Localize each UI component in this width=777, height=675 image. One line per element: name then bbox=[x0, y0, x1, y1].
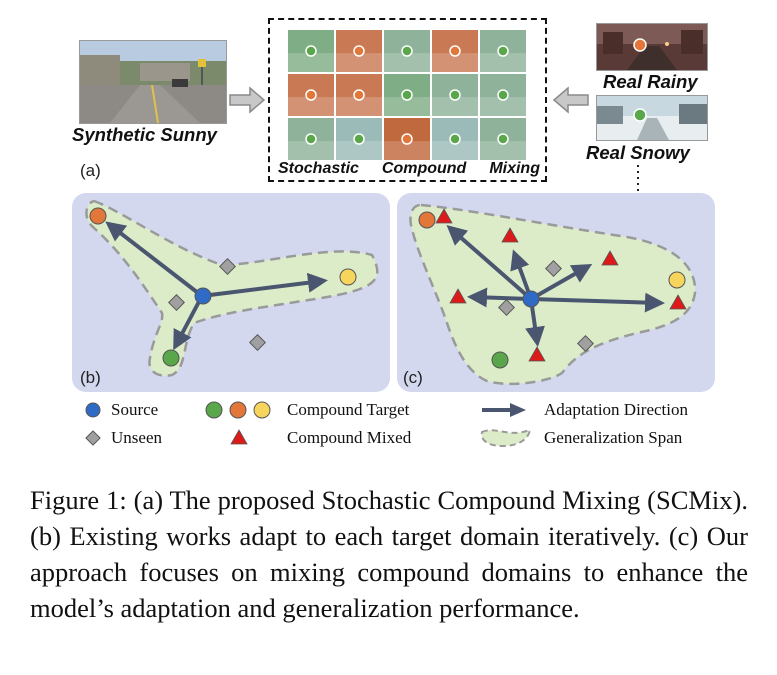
generalization-span-c bbox=[409, 203, 697, 386]
mix-tile-dot bbox=[401, 133, 413, 145]
mix-tile-dot bbox=[497, 133, 509, 145]
unseen-b-2 bbox=[168, 294, 185, 311]
mix-tile-dot bbox=[353, 133, 365, 145]
panel-a-label: (a) bbox=[80, 161, 101, 180]
source-b bbox=[194, 287, 212, 305]
right-input-arrow-icon bbox=[552, 86, 589, 114]
panel-c-diagram bbox=[409, 203, 697, 386]
mix-tile-road bbox=[336, 97, 382, 116]
legend-source-icon bbox=[85, 402, 101, 418]
stochastic-compound-mixing-box bbox=[268, 18, 547, 182]
unseen-c-1 bbox=[545, 260, 562, 277]
mix-tile-road bbox=[432, 141, 478, 160]
mix-tile-dot bbox=[449, 45, 461, 57]
mix-tile-dot bbox=[449, 133, 461, 145]
mixing-grid bbox=[288, 30, 526, 160]
mix-tile-road bbox=[384, 97, 430, 116]
target-green-c bbox=[491, 351, 509, 369]
mix-tile-dot bbox=[305, 45, 317, 57]
generalization-span-b bbox=[85, 199, 379, 377]
mix-tile-dot bbox=[497, 45, 509, 57]
mixing-label-word-2: Compound bbox=[381, 160, 467, 177]
mix-tile-road bbox=[336, 141, 382, 160]
mix-tile-road bbox=[288, 53, 334, 72]
mixing-label-word-1: Stochastic bbox=[278, 160, 359, 177]
mix-tile-road bbox=[384, 53, 430, 72]
mix-tile-dot bbox=[497, 89, 509, 101]
panel-c-label: (c) bbox=[403, 368, 423, 387]
left-input-arrow-icon bbox=[229, 86, 266, 114]
target-green-b bbox=[162, 349, 180, 367]
mixed-c-5 bbox=[669, 294, 687, 310]
mixed-c-2 bbox=[501, 227, 519, 243]
mixed-c-1 bbox=[435, 208, 453, 224]
mix-tile-road bbox=[432, 53, 478, 72]
real-rainy-image bbox=[596, 23, 708, 71]
mixing-label-word-3: Mixing bbox=[489, 160, 540, 177]
arrow-c-right bbox=[530, 292, 665, 313]
unseen-c-3 bbox=[577, 335, 594, 352]
mix-tile-dot bbox=[305, 89, 317, 101]
mixing-label: Stochastic Compound Mixing bbox=[278, 160, 540, 178]
legend-compound-target: Compound Target bbox=[287, 400, 410, 419]
mixed-c-6 bbox=[528, 346, 546, 362]
target-yellow-c bbox=[668, 271, 686, 289]
target-orange-b bbox=[89, 207, 107, 225]
unseen-b-3 bbox=[249, 334, 266, 351]
legend-adaptation-direction: Adaptation Direction bbox=[544, 400, 688, 419]
arrow-c-upright bbox=[530, 264, 593, 301]
mix-tile-road bbox=[384, 141, 430, 160]
dotted-connector bbox=[637, 165, 639, 195]
source-c bbox=[522, 290, 540, 308]
legend-compound-target-icon bbox=[205, 401, 271, 419]
legend-arrow-icon bbox=[482, 403, 526, 417]
real-rainy-label: Real Rainy bbox=[603, 71, 698, 92]
mix-tile-road bbox=[336, 53, 382, 72]
mix-tile-road bbox=[480, 53, 526, 72]
legend-source: Source bbox=[111, 400, 159, 419]
unseen-b-1 bbox=[219, 258, 236, 275]
figure-caption: Figure 1: (a) The proposed Stochastic Co… bbox=[30, 485, 748, 623]
legend-span-icon bbox=[480, 428, 532, 448]
snowy-dot-icon bbox=[633, 108, 647, 122]
real-snowy-image bbox=[596, 95, 708, 141]
legend-compound-mixed: Compound Mixed bbox=[287, 428, 412, 447]
mix-tile-road bbox=[480, 97, 526, 116]
target-yellow-b bbox=[339, 268, 357, 286]
real-snowy-label: Real Snowy bbox=[586, 142, 690, 163]
panel-b-diagram bbox=[85, 199, 379, 377]
mix-tile-dot bbox=[305, 133, 317, 145]
mix-tile-road bbox=[288, 97, 334, 116]
legend-generalization-span: Generalization Span bbox=[544, 428, 683, 447]
mix-tile-dot bbox=[449, 89, 461, 101]
rainy-dot-icon bbox=[633, 38, 647, 52]
unseen-c-2 bbox=[498, 299, 515, 316]
mix-tile-dot bbox=[353, 89, 365, 101]
synthetic-sunny-label: Synthetic Sunny bbox=[72, 124, 217, 145]
mixed-c-3 bbox=[601, 250, 619, 266]
arrow-b-to-green bbox=[173, 295, 204, 351]
synthetic-sunny-image bbox=[79, 40, 227, 124]
arrow-c-orange bbox=[446, 225, 533, 301]
legend-unseen-icon bbox=[85, 430, 101, 446]
mix-tile-road bbox=[288, 141, 334, 160]
target-orange-c bbox=[418, 211, 436, 229]
panel-b-label: (b) bbox=[80, 368, 101, 387]
mix-tile-dot bbox=[353, 45, 365, 57]
mix-tile-road bbox=[480, 141, 526, 160]
arrow-c-left bbox=[467, 287, 532, 308]
mixed-c-4 bbox=[449, 288, 467, 304]
legend-compound-mixed-icon bbox=[230, 429, 248, 445]
mix-tile-dot bbox=[401, 89, 413, 101]
mix-tile-dot bbox=[401, 45, 413, 57]
legend-unseen: Unseen bbox=[111, 428, 162, 447]
arrow-b-to-orange bbox=[105, 221, 204, 298]
mix-tile-road bbox=[432, 97, 478, 116]
arrow-b-to-yellow bbox=[201, 272, 328, 298]
